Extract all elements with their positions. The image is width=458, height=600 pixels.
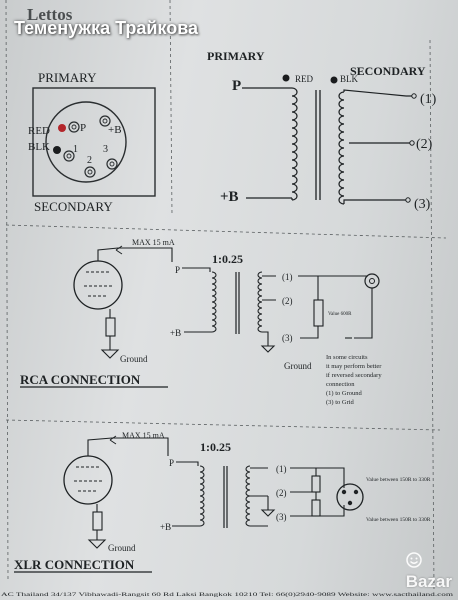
rca-cathode-resistor: [105, 317, 116, 337]
xlr-cathode-resistor: [92, 511, 103, 531]
pinout-primary-label: PRIMARY: [38, 70, 97, 85]
pin-2-label: 2: [87, 155, 92, 166]
xlr-connector-symbol: [336, 483, 364, 511]
rca-connection-diagram: MAX 15 mA Ground 1:0.25 P +B (1) (2) (3)…: [20, 238, 382, 406]
schematic-secondary-label: SECONDARY: [350, 64, 426, 78]
xlr-title: XLR CONNECTION: [14, 557, 135, 572]
rca-note-line-5: (1) to Ground: [326, 390, 362, 397]
rca-out3-label: (3): [282, 333, 293, 343]
rca-note-line-1: In some circuits: [326, 354, 368, 361]
xlr-out3-label: (3): [276, 512, 287, 522]
rca-ground-tube: Ground: [120, 354, 148, 364]
rca-out2-label: (2): [282, 296, 293, 306]
rca-note-line-2: it may perform better: [326, 363, 382, 370]
xlr-out1-label: (1): [276, 464, 287, 474]
red-pin-dot: [58, 124, 66, 132]
rca-resistor-value: Value 600R: [328, 312, 352, 317]
xlr-resistor-bottom: [311, 499, 321, 517]
rca-load-resistor: [313, 299, 324, 327]
rca-note-line-4: connection: [326, 381, 355, 388]
schematic-blk-label: BLK: [340, 74, 359, 84]
rca-out1-label: (1): [282, 272, 293, 282]
blk-pin-dot: [53, 146, 61, 154]
pinout-diagram: Lettos PRIMARY RED P +B BLK 1 2 3 SECOND…: [27, 5, 156, 214]
transformer-schematic: PRIMARY SECONDARY P RED BLK +B (1) (2) (…: [207, 49, 437, 212]
author-name-overlay: Теменужка Трайкова: [14, 18, 199, 38]
rca-jack-symbol: [364, 273, 380, 289]
xlr-plus-b-label: +B: [160, 522, 171, 532]
xlr-connection-diagram: MAX 15 mA Ground 1:0.25 P +B (1) (2) (3)…: [14, 431, 431, 573]
xlr-ground: Ground: [108, 543, 136, 553]
blk-label: BLK: [28, 141, 50, 153]
pin-plus-b: [99, 115, 111, 127]
rca-p-label: P: [175, 265, 180, 275]
pin-p: [68, 121, 80, 133]
pinout-secondary-label: SECONDARY: [34, 199, 113, 214]
smiley-face-icon: [405, 552, 422, 568]
pin-2: [84, 166, 96, 178]
rca-tube-symbol: [73, 260, 123, 310]
schematic-primary-label: PRIMARY: [207, 49, 265, 63]
rca-title: RCA CONNECTION: [20, 372, 141, 387]
bazar-watermark: Bazar: [405, 552, 452, 592]
pin-1-label: 1: [73, 144, 78, 155]
rca-ratio: 1:0.25: [212, 252, 243, 266]
pin-1: [63, 150, 75, 162]
svg-text:Lettos: Lettos: [27, 5, 73, 24]
socket-outline: [45, 101, 127, 183]
xlr-max-current: MAX 15 mA: [122, 431, 165, 440]
rca-max-current: MAX 15 mA: [132, 238, 175, 247]
rca-note-line-3: if reversed secondary: [326, 372, 382, 379]
footer-address: AC Thailand 34/137 Vibhawadi-Rangsit 60 …: [1, 591, 454, 598]
schematic-out3-label: (3): [414, 197, 431, 212]
watermark-text: Bazar: [405, 572, 452, 591]
xlr-tube-symbol: [63, 455, 113, 505]
rca-plus-b-label: +B: [170, 328, 181, 338]
schematic-plus-b-label: +B: [220, 189, 239, 205]
xlr-ratio: 1:0.25: [200, 440, 231, 454]
red-label: RED: [28, 125, 50, 137]
schematic-p-label: P: [232, 78, 241, 94]
xlr-value-bottom: Value between 150R to 330R: [366, 517, 431, 523]
xlr-resistor-top: [311, 475, 321, 493]
pin-3-label: 3: [103, 144, 108, 155]
xlr-value-top: Value between 150R to 330R: [366, 477, 431, 483]
xlr-out2-label: (2): [276, 488, 287, 498]
xlr-p-label: P: [169, 458, 174, 468]
plus-b-pin-label: +B: [108, 124, 122, 136]
pin-3: [106, 158, 118, 170]
schematic-red-label: RED: [295, 74, 314, 84]
schematic-out2-label: (2): [416, 137, 433, 152]
rca-note-line-6: (3) to Grid: [326, 399, 355, 406]
p-pin-label: P: [80, 122, 86, 134]
rca-ground-out: Ground: [284, 361, 312, 371]
pinout-box: [32, 87, 156, 197]
schematic-out1-label: (1): [420, 92, 437, 107]
